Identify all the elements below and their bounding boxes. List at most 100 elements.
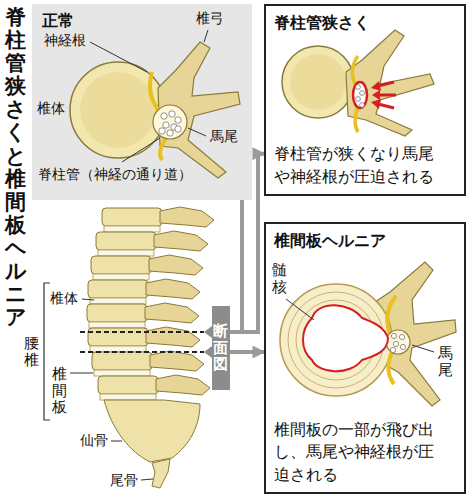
disc — [90, 298, 146, 304]
vertebra-process — [154, 231, 208, 251]
vertebra — [102, 208, 162, 226]
vertebral-arch — [346, 30, 434, 136]
cauda-fiber — [159, 128, 165, 134]
vertebra — [98, 376, 158, 394]
part-label: 椎体 — [50, 290, 78, 307]
pressure-arrow — [371, 81, 381, 91]
pointer-shape — [204, 306, 230, 390]
vertebra — [88, 328, 148, 346]
cauda-fiber — [356, 97, 361, 102]
vertebra-process — [160, 207, 214, 227]
nucleus-pulposus — [303, 305, 388, 371]
disc — [104, 226, 160, 232]
pressure-arrow — [378, 104, 394, 108]
panel-heading: 脊柱管狭さく — [274, 12, 370, 34]
vertebra-process — [156, 375, 210, 395]
pressure-arrow — [372, 90, 380, 100]
cauda-fiber — [400, 344, 405, 349]
nerve-root — [388, 352, 394, 384]
cauda-fiber — [391, 333, 396, 338]
pressure-arrow — [379, 94, 396, 97]
section-connector — [230, 350, 264, 354]
leader-line — [141, 479, 153, 480]
spinal-canal — [153, 105, 187, 139]
nerve-root — [387, 296, 396, 334]
leader-line — [111, 441, 122, 442]
section-label: 断面図 — [213, 323, 228, 373]
leader-line — [82, 299, 94, 300]
vertebra — [92, 352, 152, 370]
nerve-root — [352, 56, 358, 86]
narrowed-canal — [353, 82, 367, 108]
leader-line — [286, 299, 314, 320]
part-label: 椎弓 — [196, 10, 224, 27]
cauda-fiber — [393, 341, 398, 346]
leader-line — [90, 42, 147, 72]
cauda-fiber — [175, 126, 181, 132]
cauda-fiber — [169, 111, 175, 117]
vertebra-process — [149, 255, 203, 275]
section-connector — [230, 154, 264, 332]
vertebral-body-core — [80, 72, 156, 148]
panel-note: 脊柱管が狭くなり馬尾や神経根が圧迫される — [274, 143, 440, 188]
cauda-fiber — [167, 130, 173, 136]
panel-ground — [32, 4, 252, 200]
coccyx — [152, 459, 170, 488]
panel-note: 椎間板の一部が飛び出し、馬尾や神経根が圧迫される — [274, 419, 440, 486]
stenosis-panel: 脊柱管狭さく脊柱管が狭くなり馬尾や神経根が圧迫される — [264, 4, 466, 196]
disc — [89, 322, 145, 328]
disc — [93, 274, 149, 280]
hernia-panel: 椎間板ヘルニア椎間板の一部が飛び出し、馬尾や神経根が圧迫される — [264, 222, 466, 494]
part-label: 椎間板 — [52, 366, 67, 416]
diagram-title: 脊柱管狭さくと椎間板ヘルニア — [5, 6, 26, 329]
section-connector — [230, 200, 242, 332]
panel-heading: 椎間板ヘルニア — [274, 230, 386, 252]
cauda-fiber — [399, 334, 404, 339]
vertebra-process — [146, 279, 200, 299]
bracket — [44, 283, 50, 420]
sacrum — [104, 400, 200, 462]
leader-line — [188, 128, 206, 136]
part-label: 馬尾 — [210, 128, 238, 145]
cauda-fiber — [356, 85, 361, 90]
part-label: 尾骨 — [110, 472, 138, 489]
vertebral-body-core — [290, 54, 346, 110]
vertebra — [87, 304, 147, 322]
spinal-canal — [386, 330, 410, 354]
panel-heading: 正常 — [42, 10, 74, 32]
vertebra — [88, 280, 148, 298]
part-label: 仙骨 — [80, 432, 108, 449]
part-label: 髄核 — [272, 262, 287, 295]
vertebra-process — [150, 351, 204, 371]
part-label: 椎体 — [37, 100, 65, 117]
cauda-fiber — [360, 103, 365, 108]
disc — [94, 370, 150, 376]
leader-line — [122, 138, 160, 162]
part-label: 馬尾 — [438, 345, 453, 378]
vertebra — [91, 256, 151, 274]
nerve-root — [150, 72, 160, 112]
annulus — [280, 284, 392, 396]
nerve-root — [160, 138, 166, 160]
pressure-arrow — [371, 99, 381, 109]
vertebra — [96, 232, 156, 250]
pressure-arrow — [378, 82, 394, 86]
vertebral-body — [282, 46, 354, 118]
part-label: 神経根 — [44, 32, 86, 49]
cauda-fiber — [161, 113, 167, 119]
nerve-root — [355, 106, 358, 132]
leader-line — [70, 373, 93, 374]
cauda-fiber — [163, 122, 169, 128]
vertebra-process — [146, 327, 200, 347]
cauda-fiber — [175, 117, 181, 123]
part-label: 脊柱管（神経の通り道） — [38, 166, 192, 183]
section-pointer: 断面図 — [204, 306, 230, 390]
section-line — [80, 331, 204, 333]
leader-line — [204, 30, 208, 42]
disc — [98, 250, 154, 256]
leader-line — [412, 345, 434, 352]
cauda-fiber — [390, 347, 395, 352]
part-label: 腰椎 — [24, 335, 39, 368]
disc — [100, 394, 156, 400]
